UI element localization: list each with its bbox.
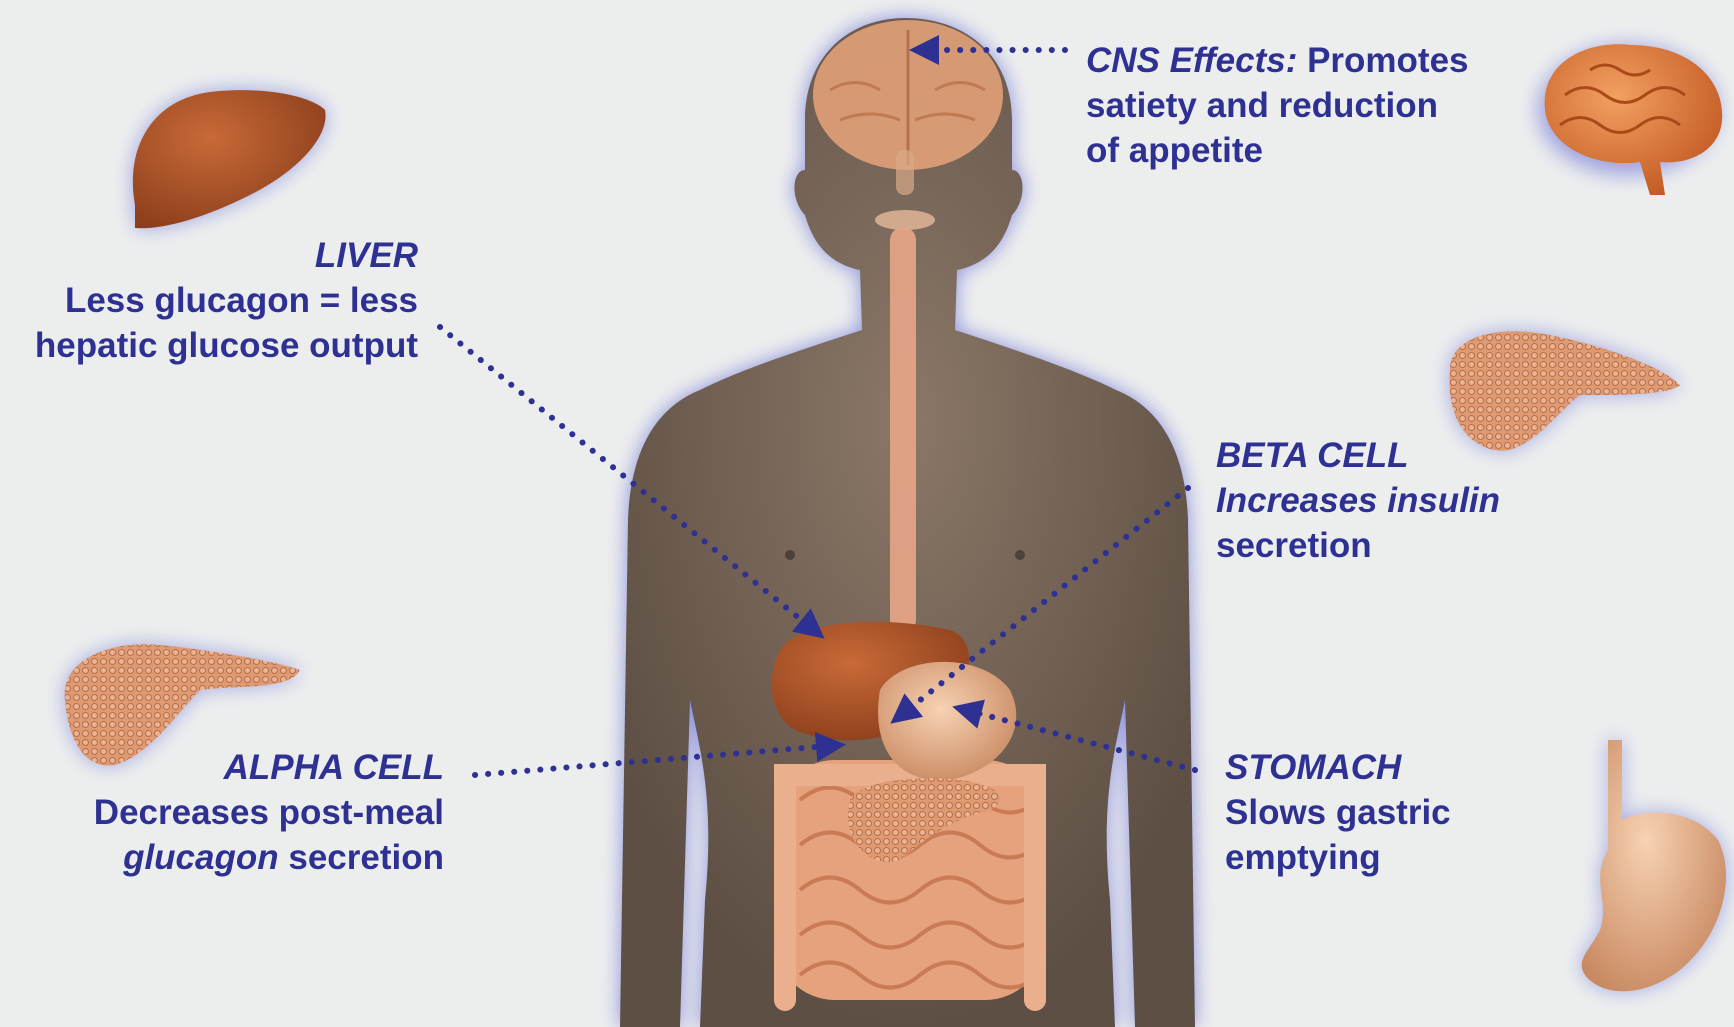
alpha-cell-label: ALPHA CELL Decreases post-meal glucagon … [94,745,444,880]
cns-line2: satiety and reduction [1086,83,1469,128]
alpha-line1: Decreases post-meal [94,790,444,835]
stomach-title: STOMACH [1225,745,1451,790]
beta-cell-label: BETA CELL Increases insulin secretion [1216,433,1500,568]
alpha-title: ALPHA CELL [94,745,444,790]
alpha-line2-italic: glucagon [123,838,279,877]
liver-icon [133,90,326,228]
liver-line1: Less glucagon = less [35,278,418,323]
cns-line3: of appetite [1086,128,1469,173]
stomach-line2: emptying [1225,835,1451,880]
liver-line2: hepatic glucose output [35,323,418,368]
stomach-icon [1582,740,1726,991]
cns-label: CNS Effects: Promotes satiety and reduct… [1086,38,1469,173]
brain-icon [1538,44,1722,195]
cns-title: CNS Effects: [1086,41,1297,80]
beta-title: BETA CELL [1216,433,1500,478]
liver-label: LIVER Less glucagon = less hepatic gluco… [35,233,418,368]
liver-title: LIVER [35,233,418,278]
beta-line2: secretion [1216,523,1500,568]
stomach-label: STOMACH Slows gastric emptying [1225,745,1451,880]
stomach-line1: Slows gastric [1225,790,1451,835]
beta-line1: Increases insulin [1216,478,1500,523]
alpha-line2: secretion [279,838,444,877]
cns-line1: Promotes [1297,41,1468,80]
